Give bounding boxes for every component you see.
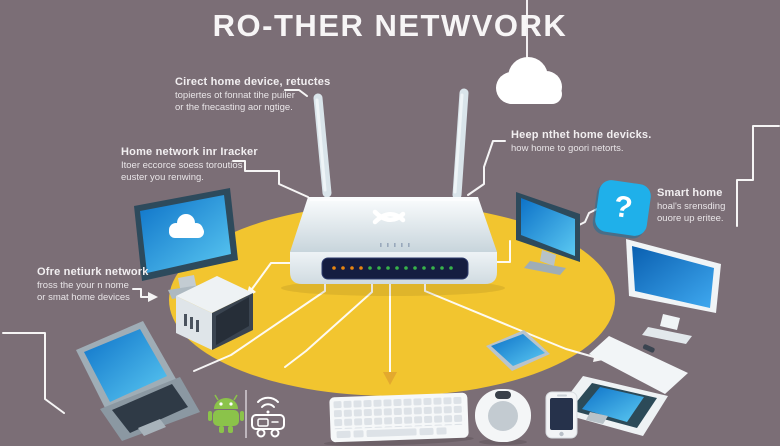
- question-mark-icon: ?: [593, 178, 653, 238]
- router-led-lights: [332, 266, 453, 270]
- mouse-device: [475, 389, 531, 445]
- annotation-line: or the fnecasting aor ngtige.: [175, 102, 293, 114]
- smartphone-tilted-device: [486, 330, 550, 371]
- monitor-large-device: [626, 239, 721, 344]
- question-mark-glyph: ?: [611, 189, 635, 226]
- annotation-line: ouore up eritee.: [657, 213, 724, 225]
- router-ticks: [380, 243, 410, 247]
- annotation-heading: Smart home: [657, 187, 723, 199]
- hanging-cloud-icon: [496, 0, 562, 104]
- keyboard-device: [323, 392, 474, 446]
- annotation-line: fross the your n nome: [37, 280, 129, 291]
- annotation-line: euster you renwing.: [121, 172, 204, 184]
- page-title: RO-THER NETWVORK: [212, 8, 568, 43]
- annotation-heading: Cirect home device, retuctes: [175, 76, 331, 88]
- nas-box-device: [176, 276, 253, 350]
- router-device: [281, 88, 505, 296]
- annotation-line: Itoer eccorce soess toroutios: [121, 160, 243, 171]
- annotation-top-left: Cirect home device, retuctes topiertes o…: [175, 76, 330, 114]
- annotation-line: topiertes ot fonnat tihe puiler: [175, 90, 295, 101]
- annotation-heading: Home network inr Iracker: [121, 146, 258, 158]
- wifi-rover-icon: [251, 396, 285, 438]
- android-icon: [208, 394, 244, 433]
- annotation-mid-left: Home network inr Iracker Itoer eccorce s…: [121, 146, 258, 184]
- annotation-line: hoal's srensding: [657, 201, 726, 212]
- annotation-far-right: Smart home hoal's srensding ouore up eri…: [657, 187, 725, 225]
- annotation-mid-right: Heep nthet home devicks. how home to goo…: [511, 129, 652, 155]
- monitor-right-device: [516, 192, 580, 275]
- smartphone-upright-device: [545, 391, 578, 439]
- laptop-right-device: [556, 336, 688, 436]
- annotation-heading: Heep nthet home devicks.: [511, 129, 652, 141]
- cloud-on-screen-icon: [169, 214, 204, 238]
- annotation-heading: Ofre netiurk network: [37, 266, 149, 278]
- router-logo: [372, 209, 406, 225]
- router-antennas: [313, 88, 469, 200]
- annotation-lower-left: Ofre netiurk network fross the your n no…: [37, 266, 149, 304]
- annotation-line: how home to goori netorts.: [511, 143, 624, 154]
- laptop-left-device: [76, 321, 200, 441]
- keyboard-arrow: [383, 372, 397, 385]
- annotation-line: or smat home devices: [37, 292, 130, 304]
